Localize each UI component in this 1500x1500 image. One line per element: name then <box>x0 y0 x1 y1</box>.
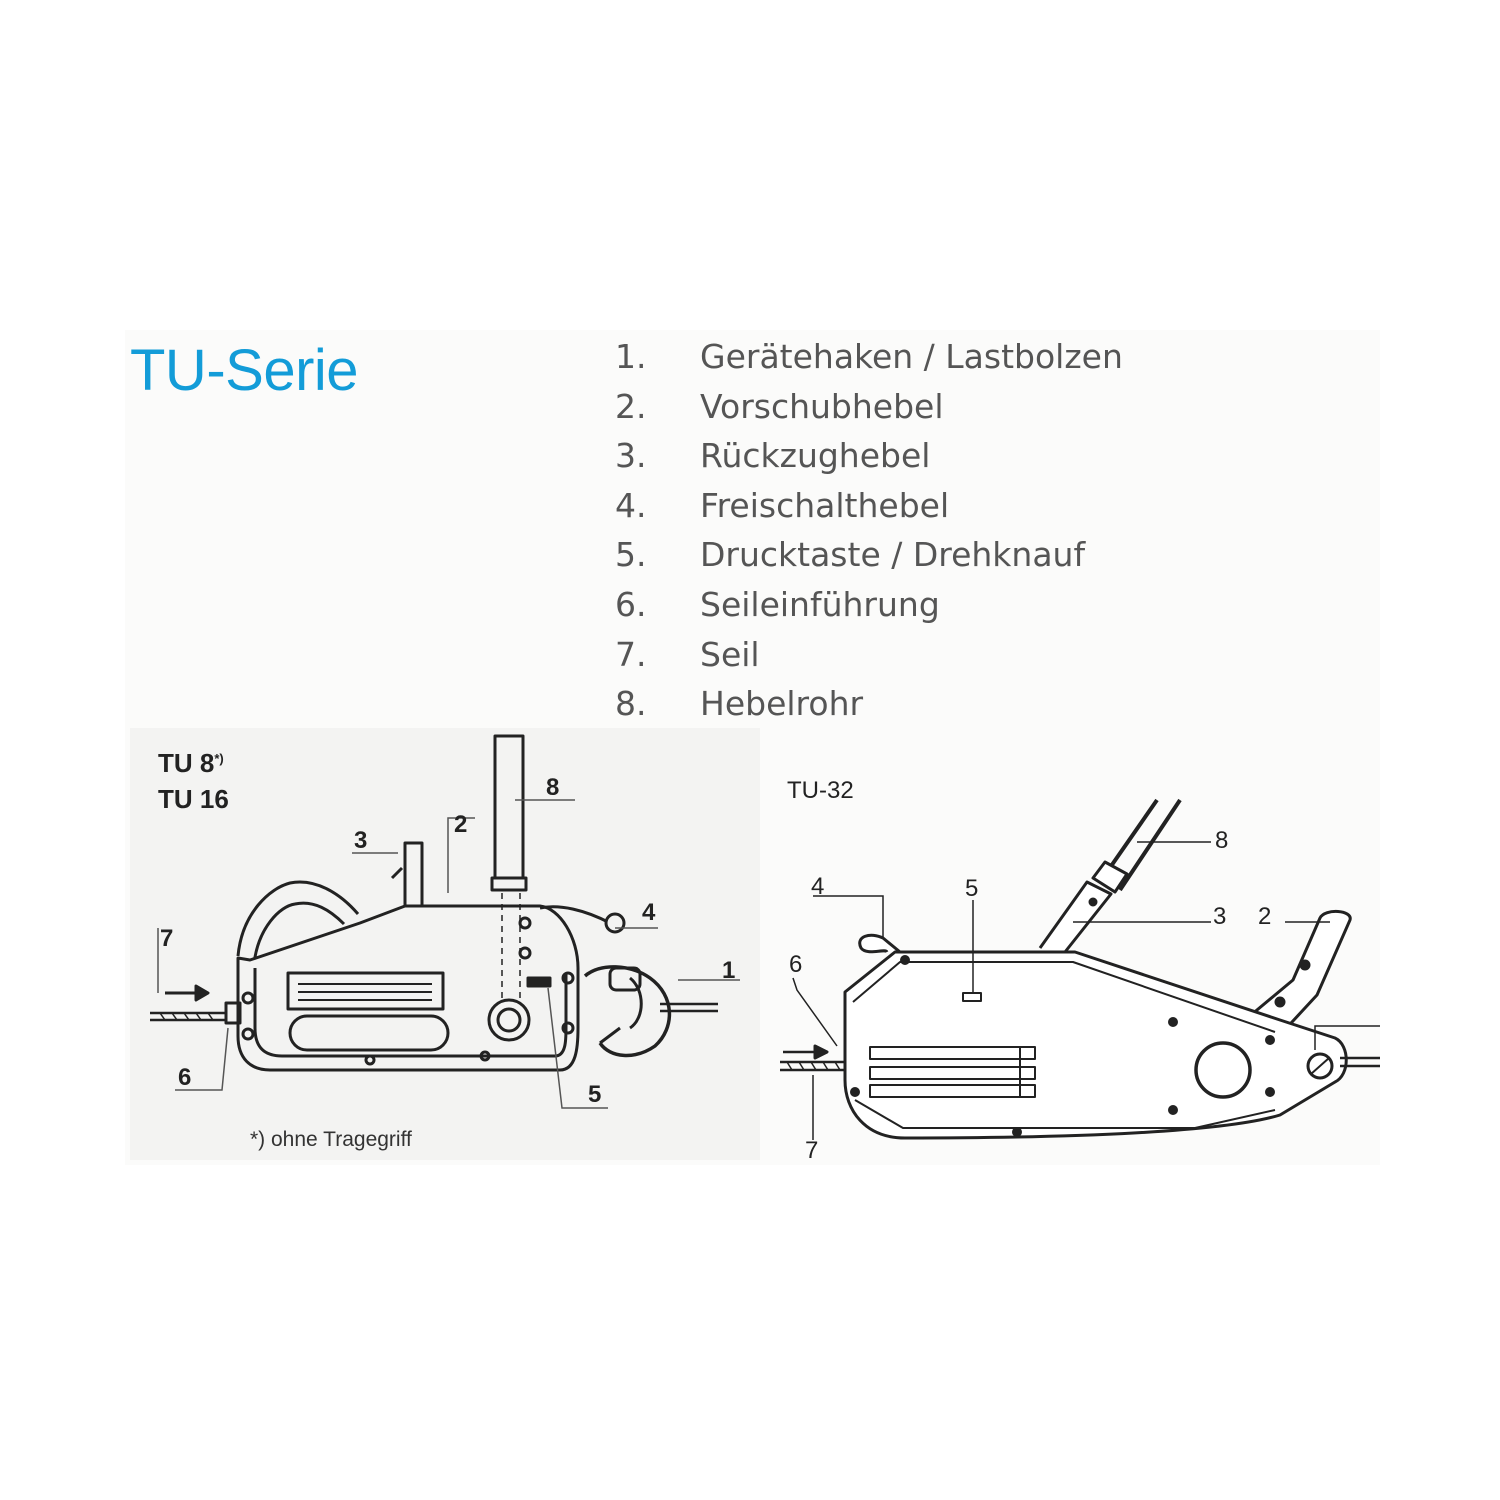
push-button <box>962 992 982 1002</box>
list-item: 3. Rückzughebel <box>615 434 1123 484</box>
list-item-number: 5. <box>615 535 647 575</box>
rope-out <box>660 1002 718 1013</box>
list-item-label: Seileinführung <box>700 584 940 624</box>
footnote: *) ohne Tragegriff <box>250 1128 412 1151</box>
rope-in <box>780 1060 845 1072</box>
list-item: 4. Freischalthebel <box>615 484 1123 534</box>
callout-3: 3 <box>1213 903 1226 930</box>
callout-5: 5 <box>588 1081 601 1108</box>
list-item-label: Freischalthebel <box>700 485 950 525</box>
list-item-label: Seil <box>700 634 760 674</box>
list-item-number: 4. <box>615 485 647 525</box>
winch-drawing <box>150 734 718 1072</box>
list-item-number: 3. <box>615 436 647 476</box>
callout-7: 7 <box>805 1137 818 1160</box>
slot <box>288 1014 450 1052</box>
callout-2: 2 <box>454 811 467 838</box>
list-item-label: Rückzughebel <box>700 436 931 476</box>
reverse-lever <box>403 841 424 906</box>
list-item-number: 8. <box>615 684 647 724</box>
callout-1: 1 <box>722 957 735 984</box>
callout-2: 2 <box>1258 903 1271 930</box>
model-label: TU 8*) <box>158 748 224 778</box>
plate-bar <box>869 1046 1036 1060</box>
callout-5: 5 <box>965 875 978 902</box>
rope-in <box>150 1011 226 1022</box>
list-item: 5. Drucktaste / Drehknauf <box>615 533 1123 583</box>
callout-4: 4 <box>811 873 824 900</box>
tu8-tu16-diagram: TU 8*) TU 16 <box>130 728 760 1160</box>
list-item: 7. Seil <box>615 633 1123 683</box>
plate-bar <box>869 1084 1036 1098</box>
callout-lines <box>157 799 740 1109</box>
list-item-number: 6. <box>615 584 647 624</box>
list-item-label: Gerätehaken / Lastbolzen <box>700 337 1123 376</box>
drum-knob <box>1194 1041 1252 1099</box>
list-item: 8. Hebelrohr <box>615 682 1123 732</box>
push-button <box>526 976 552 988</box>
release-lever <box>858 933 901 954</box>
page-title: TU-Serie <box>130 338 359 403</box>
release-lever <box>539 905 611 925</box>
callout-lines <box>792 841 1380 1140</box>
callout-6: 6 <box>178 1064 191 1091</box>
plate-bar <box>869 1066 1036 1080</box>
list-item-label: Drucktaste / Drehknauf <box>700 535 1086 575</box>
anchor-eye <box>1306 1052 1334 1080</box>
list-item-label: Hebelrohr <box>700 684 864 724</box>
carrying-handle <box>236 880 360 957</box>
rope-out <box>1340 1056 1380 1068</box>
list-item-number: 7. <box>615 634 647 674</box>
callout-7: 7 <box>160 925 173 952</box>
lever-socket <box>490 876 528 892</box>
list-item-number: 2. <box>615 386 647 426</box>
winch-drawing <box>780 798 1380 1140</box>
model-label: TU 16 <box>158 784 229 814</box>
forward-lever <box>1244 910 1352 1037</box>
callout-6: 6 <box>789 951 802 978</box>
callout-8: 8 <box>546 774 559 801</box>
lever-tube <box>493 734 525 883</box>
parts-list: 1. Gerätehaken / Lastbolzen 2. Vorschubheb… <box>615 335 1123 732</box>
callout-3: 3 <box>354 827 367 854</box>
push-knob <box>487 998 531 1042</box>
reverse-lever <box>1038 880 1113 953</box>
list-item-label: Vorschubhebel <box>700 386 944 426</box>
callout-4: 4 <box>642 899 656 926</box>
list-item-number: 1. <box>615 337 647 376</box>
callout-8: 8 <box>1215 827 1228 854</box>
housing <box>236 904 580 1072</box>
list-item: 6. Seileinführung <box>615 583 1123 633</box>
model-label: TU-32 <box>787 777 854 804</box>
list-item: 1. Gerätehaken / Lastbolzen <box>615 335 1123 385</box>
housing <box>843 950 1348 1140</box>
list-item: 2. Vorschubhebel <box>615 385 1123 435</box>
name-plate <box>286 971 445 1011</box>
tu32-diagram: TU-32 <box>780 777 1380 1160</box>
housing-inner-edge <box>253 968 568 1058</box>
